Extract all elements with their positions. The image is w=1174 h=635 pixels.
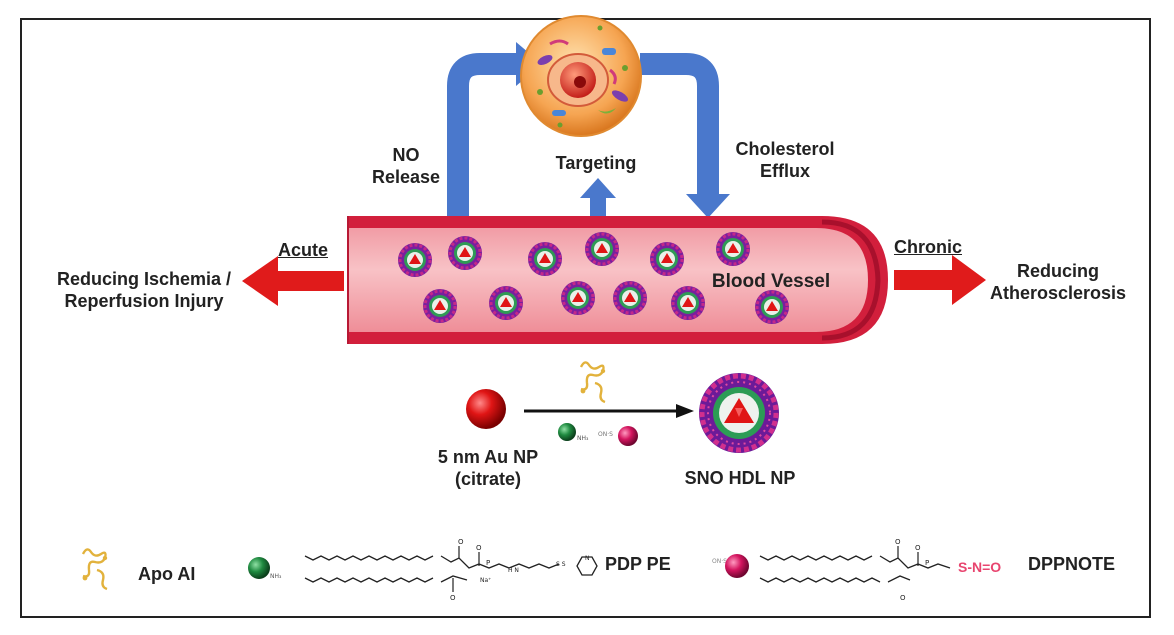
au-np-line2: (citrate)	[454, 469, 521, 489]
blood-vessel-label: Blood Vessel	[711, 271, 831, 292]
cholesterol-line2: Efflux	[759, 161, 810, 181]
sno-hdl-np-particle	[699, 373, 779, 453]
au-np-label: 5 nm Au NP (citrate)	[408, 446, 568, 490]
svg-text:ON·S: ON·S	[712, 558, 727, 565]
chronic-label: Chronic	[893, 237, 962, 257]
acute-label: Acute	[277, 240, 328, 260]
svg-text:P: P	[486, 559, 490, 567]
synthesis-reagents: NH₃ ON·S	[558, 361, 638, 446]
reducing-athero-line1: Reducing	[1016, 261, 1099, 281]
cholesterol-efflux-label: Cholesterol Efflux	[718, 138, 852, 182]
svg-text:O: O	[895, 538, 901, 546]
chronic-arrow	[894, 255, 986, 305]
legend-dppnote-label: DPPNOTE	[1028, 554, 1116, 574]
svg-text:O: O	[458, 538, 464, 546]
targeting-arrow	[580, 178, 616, 218]
au-np-line1: 5 nm Au NP	[437, 447, 539, 467]
svg-text:O: O	[900, 594, 906, 602]
legend-apo-label: Apo AI	[138, 564, 196, 584]
no-release-label: NO Release	[356, 144, 456, 188]
no-release-line2: Release	[371, 167, 441, 187]
cholesterol-line1: Cholesterol	[735, 139, 835, 159]
svg-text:O: O	[915, 544, 921, 552]
au-np-sphere	[466, 389, 506, 429]
synthesis-arrow	[524, 404, 694, 418]
legend-apo-molecule	[81, 548, 109, 591]
reducing-ischemia-label: Reducing Ischemia / Reperfusion Injury	[46, 268, 242, 312]
svg-text:P: P	[925, 559, 929, 567]
svg-text:ON·S: ON·S	[598, 431, 613, 438]
legend-pdp-pe-label: PDP PE	[605, 554, 671, 574]
legend-pdp-pe-molecule: NH₃ O O P O Na⁺ H N S S N	[248, 538, 598, 602]
cholesterol-efflux-arrow	[640, 53, 730, 218]
reducing-ischemia-line2: Reperfusion Injury	[64, 291, 224, 311]
targeting-label: Targeting	[555, 153, 637, 173]
svg-text:N: N	[585, 555, 590, 562]
svg-text:Na⁺: Na⁺	[480, 577, 491, 584]
svg-text:O: O	[476, 544, 482, 552]
legend-dppnote-molecule: ON·S O O P O	[712, 538, 951, 602]
reducing-ischemia-line1: Reducing Ischemia /	[56, 269, 232, 289]
svg-text:NH₃: NH₃	[577, 435, 589, 442]
no-release-line1: NO	[392, 145, 420, 165]
reducing-athero-line2: Atherosclerosis	[989, 283, 1127, 303]
legend-sno-group: S-N=O	[958, 559, 1002, 575]
acute-arrow	[242, 256, 344, 306]
svg-text:S S: S S	[556, 561, 566, 568]
svg-text:H N: H N	[508, 567, 519, 574]
svg-text:O: O	[450, 594, 456, 602]
cell-illustration	[520, 15, 642, 137]
reducing-atherosclerosis-label: Reducing Atherosclerosis	[984, 260, 1132, 304]
sno-hdl-np-label: SNO HDL NP	[684, 468, 796, 488]
svg-text:NH₃: NH₃	[270, 573, 282, 580]
